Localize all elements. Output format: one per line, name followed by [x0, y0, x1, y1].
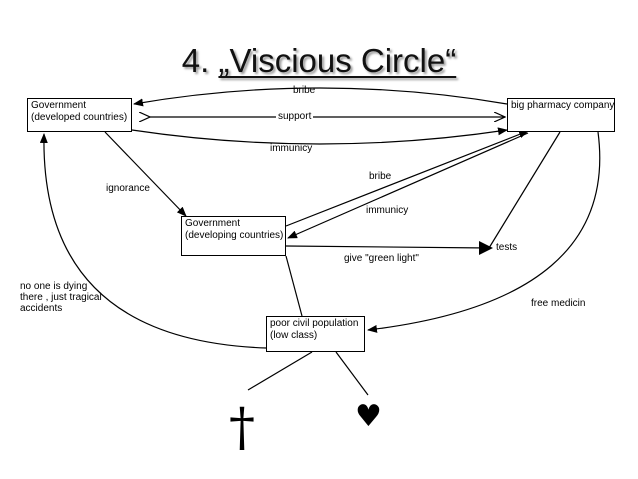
- heart-icon: ♥: [355, 399, 382, 434]
- edge-civil-life: [335, 351, 369, 396]
- title-text: „Viscious Circle“: [218, 42, 457, 79]
- node-government-developed: Government (developed countries): [27, 98, 132, 132]
- label-no-one-dying: no one is dying there , just tragical ac…: [20, 281, 102, 314]
- edge-immunicy-mid: [287, 132, 529, 239]
- edge-immunicy-top: [131, 127, 508, 145]
- label-support: support: [276, 111, 314, 122]
- node-government-developing: Government (developing countries): [181, 216, 286, 256]
- node-civil-population: poor civil population (low class): [266, 316, 365, 352]
- edge-bribe-mid: [285, 130, 529, 227]
- edge-green-light: [285, 243, 490, 252]
- edge-free-medicin: [367, 131, 601, 333]
- label-bribe-mid: bribe: [369, 171, 392, 182]
- label-tests: tests: [496, 242, 518, 253]
- edge-bribe-top: [133, 87, 508, 107]
- label-green-light: give "green light": [344, 253, 419, 264]
- edge-ignorance: [104, 131, 187, 217]
- edge-pharma-tests: [488, 131, 561, 249]
- node-big-pharmacy: big pharmacy company: [507, 98, 615, 132]
- edge-no-one-dying: [39, 133, 267, 349]
- label-ignorance: ignorance: [106, 183, 150, 194]
- label-immunicy-mid: immunicy: [366, 205, 409, 216]
- title-number: 4.: [181, 42, 210, 79]
- label-free-medicin: free medicin: [531, 298, 586, 309]
- cross-icon: †: [229, 398, 255, 458]
- edge-gov-civil: [285, 255, 303, 317]
- label-immunicy-top: immunicy: [270, 143, 313, 154]
- slide-title: 4. „Viscious Circle“: [0, 42, 638, 80]
- tests-arrowhead: [479, 241, 493, 255]
- edge-civil-death: [247, 351, 313, 391]
- label-bribe-top: bribe: [293, 85, 316, 96]
